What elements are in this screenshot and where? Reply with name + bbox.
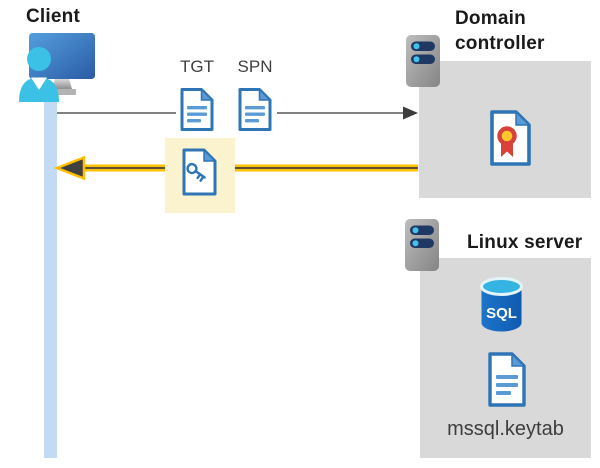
tgt-label: TGT bbox=[180, 57, 214, 76]
service-ticket-key-icon bbox=[182, 148, 217, 196]
tgt-document-icon bbox=[180, 87, 214, 131]
linux-server-server-icon bbox=[405, 219, 439, 271]
sql-badge-text: SQL bbox=[486, 305, 517, 322]
user-icon bbox=[19, 47, 59, 102]
kerberos-request-arrow bbox=[57, 106, 418, 120]
ticket-response-arrow bbox=[53, 155, 418, 181]
client-label: Client bbox=[26, 6, 80, 27]
client-lifeline bbox=[44, 95, 57, 458]
domain-controller-label: Domain controller bbox=[455, 8, 545, 54]
keytab-document-icon bbox=[488, 352, 526, 407]
keytab-file-label: mssql.keytab bbox=[447, 418, 564, 440]
spn-document-icon bbox=[238, 87, 272, 131]
domain-controller-server-icon bbox=[406, 35, 440, 87]
linux-server-label: Linux server bbox=[467, 232, 583, 253]
sql-database-icon: SQL bbox=[480, 277, 523, 332]
key-icon bbox=[186, 162, 206, 182]
client-workstation-icon bbox=[19, 33, 95, 102]
spn-label: SPN bbox=[237, 57, 273, 76]
certificate-icon bbox=[490, 110, 531, 166]
